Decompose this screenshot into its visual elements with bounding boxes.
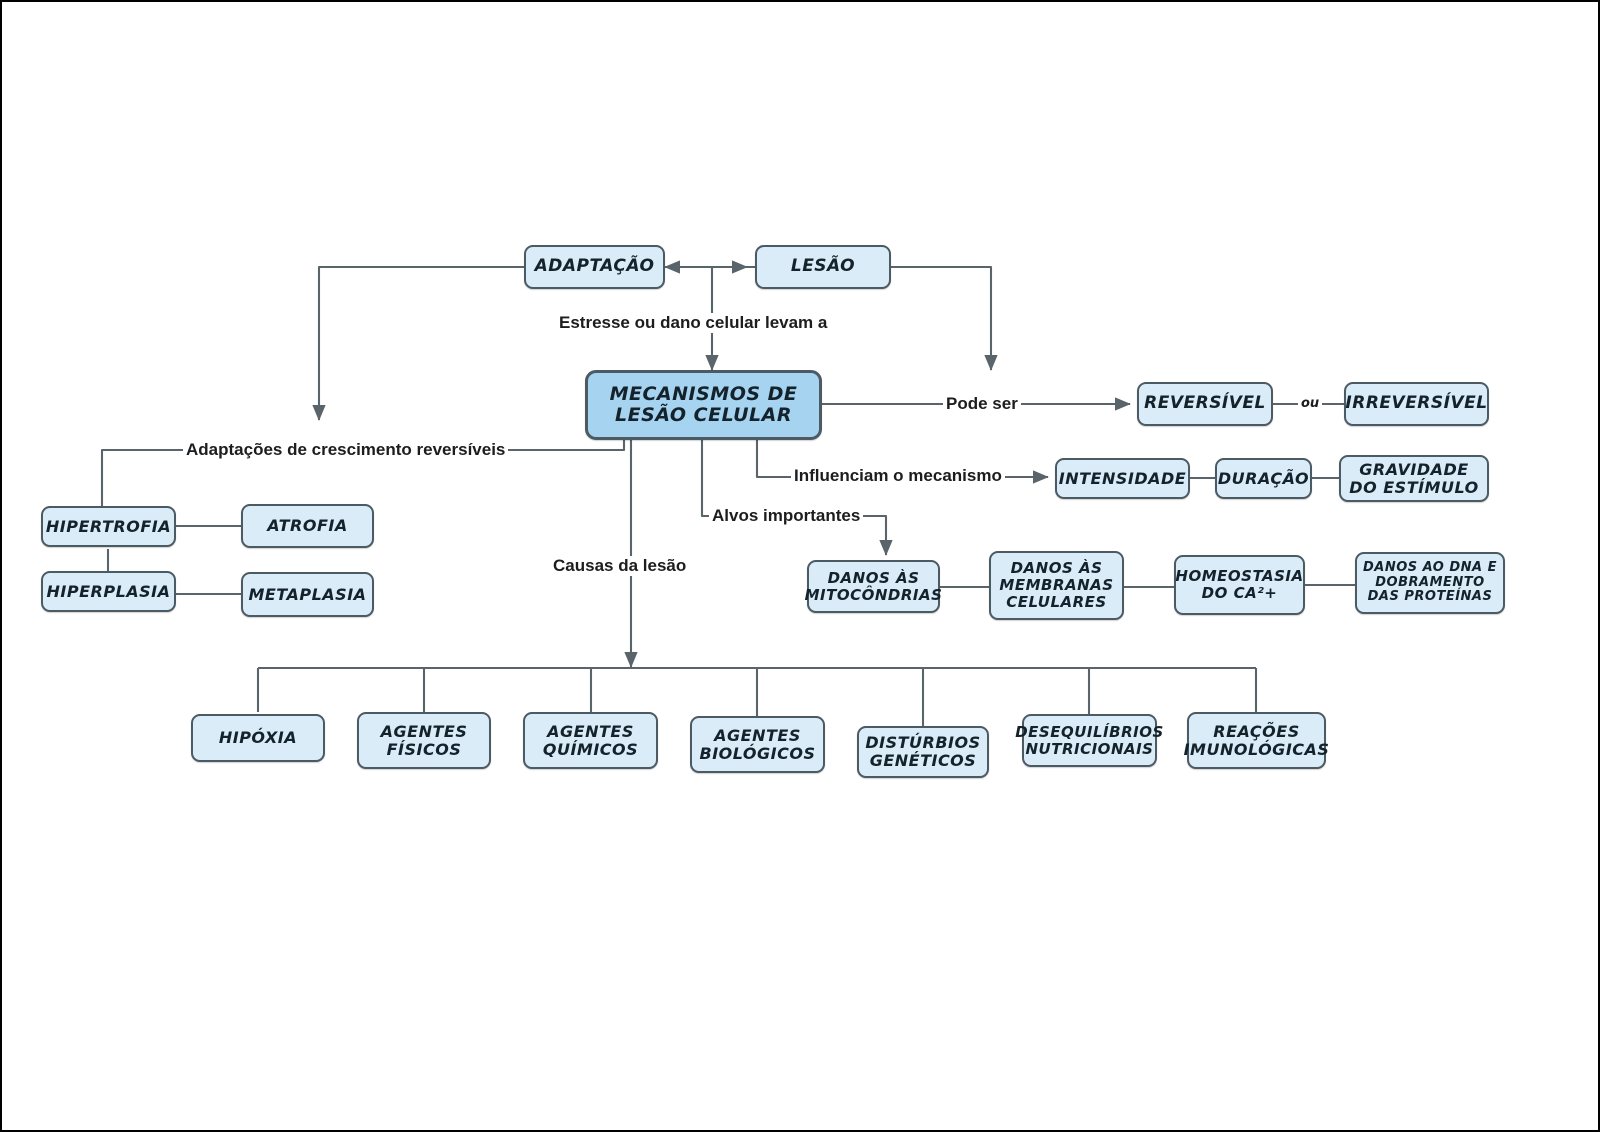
node-hipoxia[interactable]: HIPÓXIA [191, 714, 325, 762]
edge-adaptacao-down [312, 265, 524, 421]
node-hiperplasia[interactable]: HIPERPLASIA [41, 571, 176, 612]
node-reacoes-imunologicas[interactable]: REAÇÕES IMUNOLÓGICAS [1184, 712, 1329, 769]
edge-central-mitocondrias [700, 440, 893, 556]
node-metaplasia[interactable]: METAPLASIA [241, 572, 374, 617]
node-gravidade-estimulo[interactable]: GRAVIDADE DO ESTÍMULO [1339, 455, 1489, 502]
edge-lesao-down [891, 265, 998, 371]
node-danos-dna-proteinas[interactable]: DANOS AO DNA E DOBRAMENTO DAS PROTEÍNAS [1355, 552, 1505, 614]
edge-label-ou: ou [1298, 396, 1323, 411]
node-agentes-fisicos[interactable]: AGENTES FÍSICOS [357, 712, 491, 769]
edge-label-alvos: Alvos importantes [709, 506, 864, 526]
node-atrofia[interactable]: ATROFIA [241, 504, 374, 548]
edge-label-pode-ser: Pode ser [943, 394, 1021, 414]
node-disturbios-geneticos[interactable]: DISTÚRBIOS GENÉTICOS [857, 726, 989, 778]
edge-label-estresse: Estresse ou dano celular levam a [556, 313, 831, 333]
node-lesao[interactable]: LESÃO [755, 245, 891, 289]
node-hipertrofia[interactable]: HIPERTROFIA [41, 506, 176, 547]
node-agentes-biologicos[interactable]: AGENTES BIOLÓGICOS [690, 716, 825, 773]
node-mecanismos-lesao-celular[interactable]: MECANISMOS DE LESÃO CELULAR [585, 370, 822, 440]
edge-label-adaptacoes: Adaptações de crescimento reversíveis [183, 440, 509, 460]
node-adaptacao[interactable]: ADAPTAÇÃO [524, 245, 665, 289]
node-irreversivel[interactable]: IRREVERSÍVEL [1344, 382, 1489, 426]
node-agentes-quimicos[interactable]: AGENTES QUÍMICOS [523, 712, 658, 769]
node-homeostasia-ca[interactable]: HOMEOSTASIA DO CA²+ [1174, 555, 1305, 615]
node-desequilibrios-nutricionais[interactable]: DESEQUILÍBRIOS NUTRICIONAIS [1015, 714, 1163, 767]
edge-label-causas: Causas da lesão [550, 556, 690, 576]
edge-label-influenciam: Influenciam o mecanismo [791, 466, 1005, 486]
node-duracao[interactable]: DURAÇÃO [1215, 458, 1312, 499]
node-reversivel[interactable]: REVERSÍVEL [1137, 382, 1273, 426]
node-danos-membranas-celulares[interactable]: DANOS ÀS MEMBRANAS CELULARES [989, 551, 1124, 620]
node-intensidade[interactable]: INTENSIDADE [1055, 458, 1190, 499]
node-danos-mitocondrias[interactable]: DANOS ÀS MITOCÔNDRIAS [805, 560, 942, 613]
